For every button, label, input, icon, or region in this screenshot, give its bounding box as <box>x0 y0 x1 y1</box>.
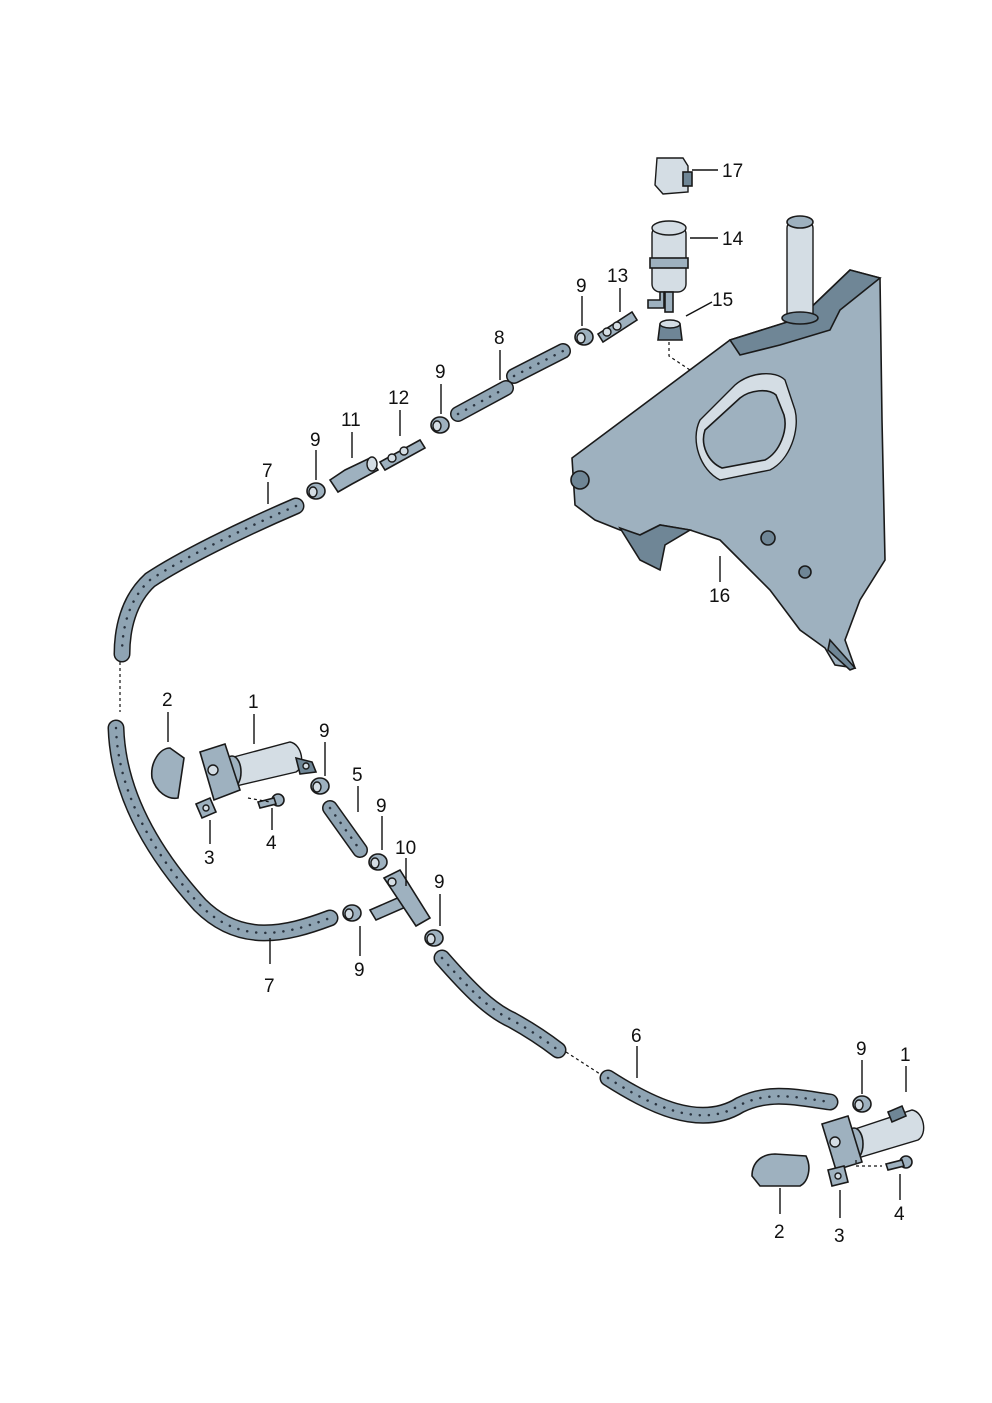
hose-clamp-left-1 <box>310 777 330 795</box>
hose-clamp-left-2 <box>368 853 388 871</box>
callout-9-right: 9 <box>856 1039 867 1060</box>
callout-10: 10 <box>395 838 416 859</box>
callout-4-right: 4 <box>894 1204 905 1225</box>
callout-3-left: 3 <box>204 848 215 869</box>
callout-1-left: 1 <box>248 692 259 713</box>
hose-clamp-left-3 <box>342 904 362 922</box>
hose-section-6-lower <box>599 1069 839 1124</box>
callout-5: 5 <box>352 765 363 786</box>
callout-7-upper: 7 <box>262 461 273 482</box>
hose-section-8 <box>450 343 571 422</box>
nozzle-cover-cap-left <box>150 747 185 800</box>
headlight-washer-nozzle-left <box>199 741 318 802</box>
hose-connector-12 <box>378 438 427 472</box>
callout-17: 17 <box>722 161 743 182</box>
nozzle-screw-left <box>256 793 285 809</box>
headlight-washer-nozzle-right <box>821 1104 925 1172</box>
callout-8: 8 <box>494 328 505 349</box>
hose-clamp-upper-1 <box>574 328 594 346</box>
nozzle-cover-cap-right <box>751 1153 810 1187</box>
callout-7-lower: 7 <box>264 976 275 997</box>
callout-13: 13 <box>607 266 628 287</box>
hose-clamp-right-2 <box>852 1095 872 1113</box>
hose-clamp-right-1 <box>424 929 444 947</box>
callout-9-upper-mid: 9 <box>435 362 446 383</box>
callout-9-left-1: 9 <box>319 721 330 742</box>
pump-electrical-connector <box>654 157 693 195</box>
callout-1-right: 1 <box>900 1045 911 1066</box>
nozzle-nut-right <box>827 1165 849 1187</box>
nozzle-nut-left <box>194 796 218 820</box>
nozzle-screw-right <box>884 1155 913 1171</box>
callout-9-upper-right: 9 <box>576 276 587 297</box>
hose-clamp-upper-2 <box>430 416 450 434</box>
callout-12: 12 <box>388 388 409 409</box>
hose-connector-13 <box>596 310 639 344</box>
hose-section-7-upper <box>113 497 305 663</box>
t-piece-connector-10 <box>368 868 432 928</box>
callout-4-left: 4 <box>266 833 277 854</box>
pump-grommet <box>657 319 683 341</box>
callout-16: 16 <box>709 586 730 607</box>
callout-2-left: 2 <box>162 690 173 711</box>
callout-2-right: 2 <box>774 1222 785 1243</box>
check-valve-11 <box>328 456 380 494</box>
callout-14: 14 <box>722 229 744 250</box>
hose-section-6-upper <box>433 949 567 1059</box>
hose-clamp-upper-3 <box>306 482 326 500</box>
hose-section-7-lower <box>107 719 339 942</box>
callout-9-t-left: 9 <box>354 960 365 981</box>
callout-9-upper-left: 9 <box>310 430 321 451</box>
callout-9-left-2: 9 <box>376 796 387 817</box>
callout-15: 15 <box>712 290 733 311</box>
washer-pump <box>647 220 689 313</box>
callout-9-t-right: 9 <box>434 872 445 893</box>
callout-3-right: 3 <box>834 1226 845 1247</box>
leader-lines <box>167 169 907 1218</box>
callout-11: 11 <box>341 410 361 431</box>
washer-fluid-reservoir <box>570 215 886 671</box>
hose-section-5 <box>322 800 368 858</box>
callout-6: 6 <box>631 1026 642 1047</box>
